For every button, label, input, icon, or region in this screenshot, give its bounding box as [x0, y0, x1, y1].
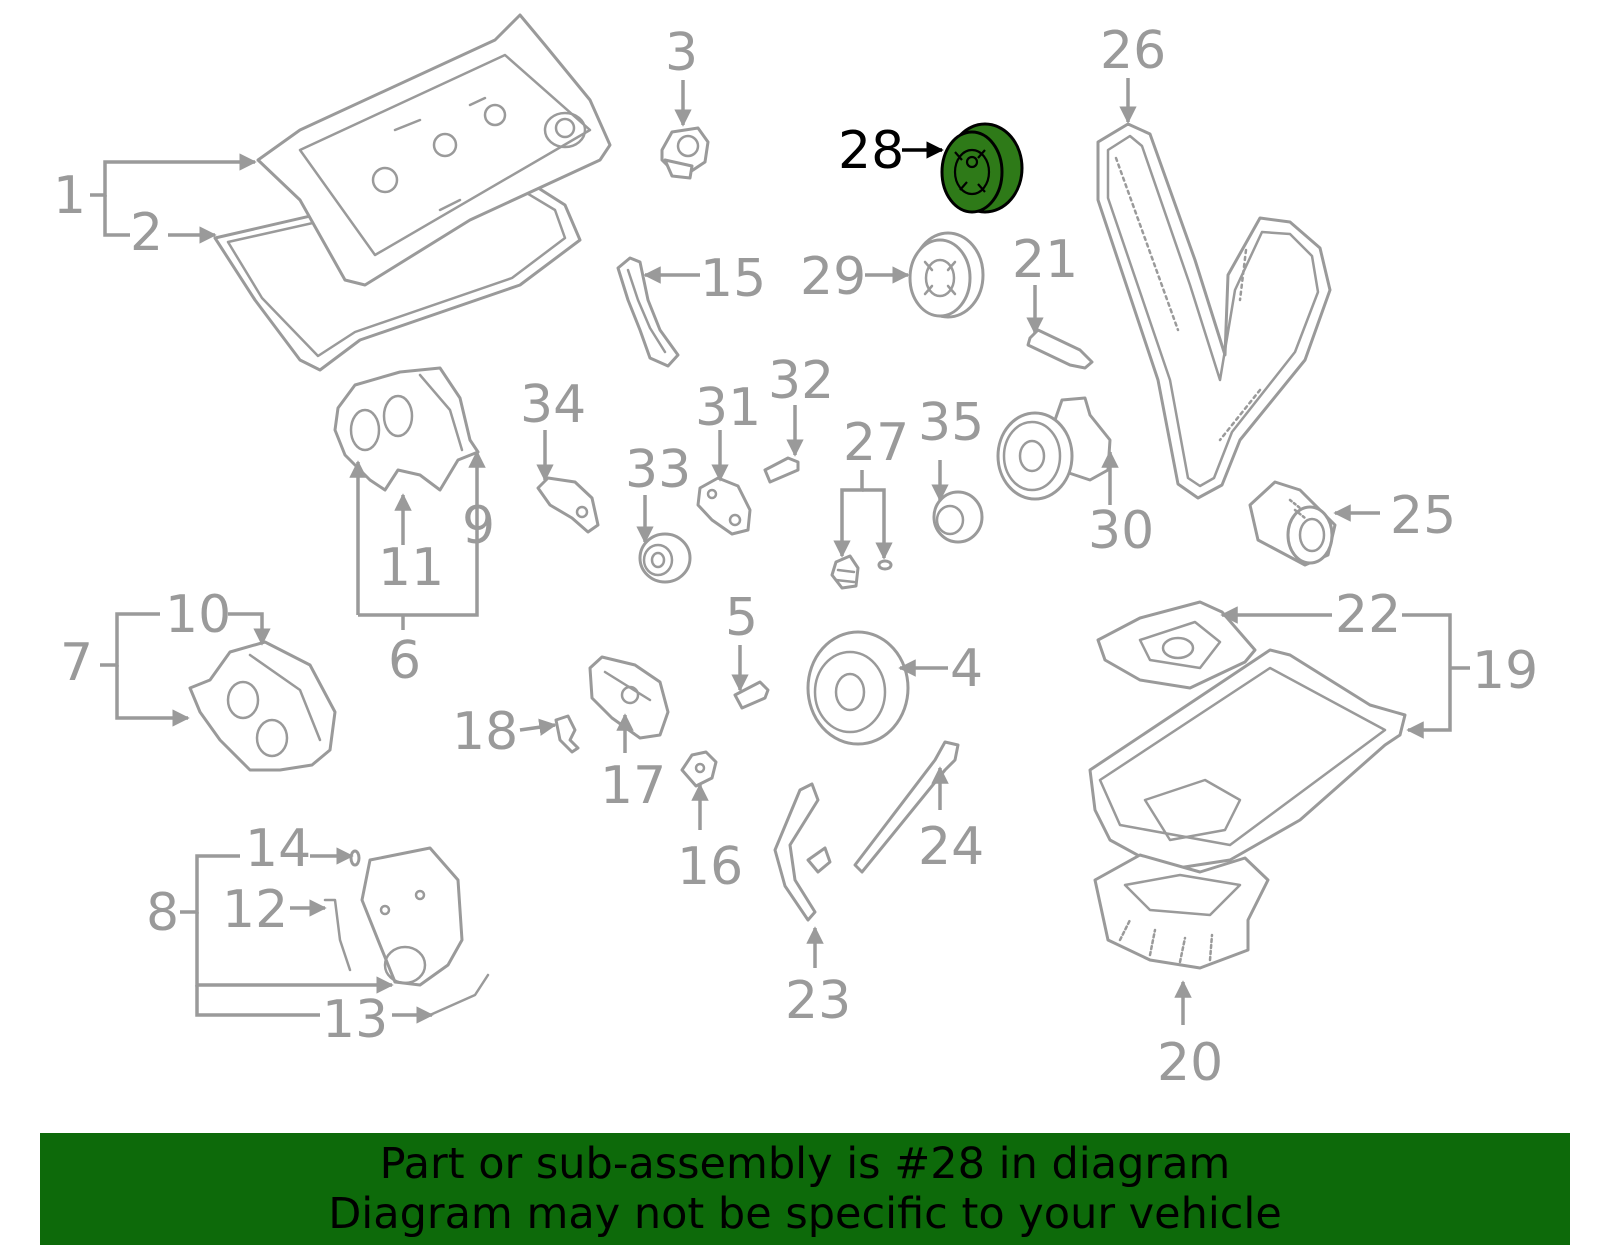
- label-16: 16: [677, 837, 743, 897]
- idler-pulley-35: [932, 490, 984, 544]
- label-34: 34: [520, 375, 586, 435]
- footer-line-2: Diagram may not be specific to your vehi…: [328, 1189, 1282, 1239]
- water-pump: [996, 396, 1112, 501]
- label-13: 13: [322, 990, 388, 1050]
- label-31: 31: [695, 378, 761, 438]
- label-6: 6: [388, 631, 421, 691]
- timing-belt: [1096, 122, 1332, 500]
- front-cover: [323, 846, 490, 1017]
- label-9: 9: [462, 496, 495, 556]
- oil-filler-cap: [660, 126, 710, 180]
- label-7: 7: [60, 633, 93, 693]
- label-22: 22: [1335, 585, 1401, 645]
- label-25: 25: [1390, 486, 1456, 546]
- tensioner: [696, 476, 752, 536]
- crankshaft-pulley: [806, 630, 910, 746]
- label-8: 8: [146, 883, 179, 943]
- camshaft-sprocket: [908, 231, 985, 319]
- dipstick-tube: [773, 782, 832, 922]
- label-2: 2: [130, 203, 163, 263]
- leader-lines: [90, 78, 1470, 1025]
- label-3: 3: [665, 23, 698, 83]
- timing-belt-bracket: [616, 256, 680, 368]
- label-4: 4: [950, 639, 983, 699]
- lower-oil-pan: [1093, 853, 1270, 970]
- label-14: 14: [245, 819, 311, 879]
- part-labels: 1 2 3 28 26 15 29 21 34 31 32 33 27 35 3…: [53, 21, 1538, 1093]
- label-35: 35: [918, 393, 984, 453]
- dowel-pin: [1026, 328, 1094, 370]
- label-12: 12: [222, 880, 288, 940]
- label-27: 27: [843, 413, 909, 473]
- valve-cover: [256, 13, 612, 287]
- oil-pressure-switch: [680, 750, 718, 788]
- baffle-plate: [1096, 600, 1257, 690]
- label-11: 11: [378, 538, 444, 598]
- label-15: 15: [700, 249, 766, 309]
- oil-filter: [1248, 480, 1337, 567]
- footer-line-1: Part or sub-assembly is #28 in diagram: [379, 1139, 1231, 1189]
- label-20: 20: [1157, 1033, 1223, 1093]
- label-28: 28: [838, 121, 904, 181]
- bolt-32: [763, 456, 800, 484]
- label-30: 30: [1088, 501, 1154, 561]
- label-5: 5: [725, 588, 758, 648]
- bolt-27: [830, 554, 893, 590]
- label-17: 17: [600, 756, 666, 816]
- oil-pump-cover: [588, 655, 670, 740]
- label-21: 21: [1012, 230, 1078, 290]
- label-24: 24: [918, 817, 984, 877]
- label-33: 33: [625, 440, 691, 500]
- label-19: 19: [1472, 641, 1538, 701]
- label-10: 10: [165, 585, 231, 645]
- label-32: 32: [768, 351, 834, 411]
- label-1: 1: [53, 166, 86, 226]
- upper-oil-pan: [1088, 648, 1407, 872]
- label-26: 26: [1100, 21, 1166, 81]
- bolt-5: [733, 680, 770, 710]
- camshaft-sprocket-highlighted: [940, 122, 1024, 214]
- lower-timing-cover: [188, 640, 337, 772]
- clip-18: [554, 714, 580, 754]
- tensioner-arm: [536, 476, 600, 534]
- label-29: 29: [800, 247, 866, 307]
- idler-pulley: [638, 532, 692, 584]
- label-23: 23: [785, 971, 851, 1031]
- footer-banner: Part or sub-assembly is #28 in diagram D…: [40, 1133, 1570, 1245]
- label-18: 18: [452, 702, 518, 762]
